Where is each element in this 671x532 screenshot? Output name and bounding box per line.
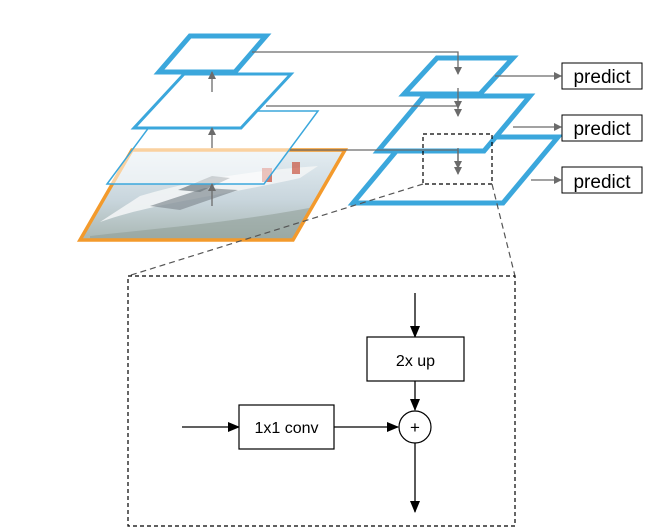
lateral-conv-label: 1x1 conv (254, 420, 318, 437)
feature-map-c5 (153, 33, 272, 75)
lateral-conv-box: 1x1 conv (238, 404, 335, 450)
predict-label: predict (573, 172, 631, 193)
add-symbol: + (410, 418, 420, 437)
predict-arrows (495, 72, 562, 184)
detail-panel (127, 275, 516, 527)
predict-box: predict (561, 114, 643, 142)
predict-box: predict (561, 166, 643, 194)
detail-selection-box (422, 133, 493, 185)
feature-map-c4 (130, 72, 295, 130)
upsample-label: 2x up (396, 353, 435, 370)
pyramid-level-p5 (398, 55, 519, 97)
predict-label: predict (573, 67, 631, 88)
predict-box: predict (561, 62, 643, 90)
upsample-box: 2x up (366, 336, 465, 382)
zoom-guide-lines (127, 183, 516, 277)
add-node: + (398, 410, 432, 444)
predict-label: predict (573, 119, 631, 140)
detail-arrows (182, 293, 420, 513)
